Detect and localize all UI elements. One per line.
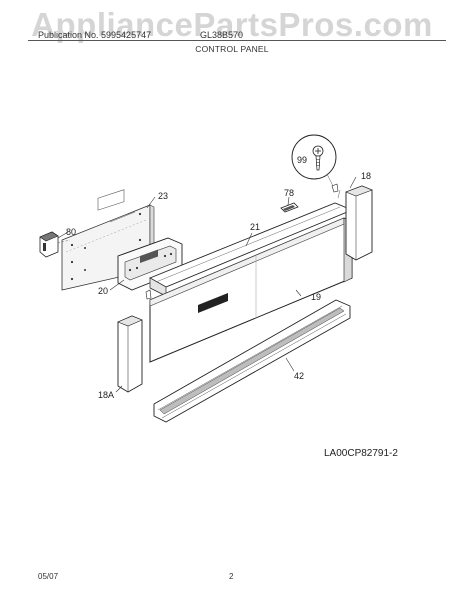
model-number: GL38B570	[200, 30, 244, 40]
part-18-right-endcap	[337, 185, 373, 261]
leader-lines	[57, 176, 357, 393]
callout-42: 42	[294, 371, 304, 381]
publication-number: Publication No. 5995425747	[38, 30, 152, 40]
figure-code: LA00CP82791-2	[324, 448, 398, 459]
part-80-switch	[39, 231, 71, 258]
callout-18: 18	[361, 171, 371, 181]
part-18a-left-endcap	[117, 315, 143, 393]
section-title: CONTROL PANEL	[195, 44, 269, 54]
part-42-vent-trim	[153, 299, 351, 423]
callout-23: 23	[158, 191, 168, 201]
callout-21: 21	[250, 222, 260, 232]
footer-date: 05/07	[38, 572, 59, 581]
callout-18a: 18A	[98, 390, 114, 400]
callout-20: 20	[98, 286, 108, 296]
callout-19: 19	[311, 292, 321, 302]
watermark-text: AppliancePartsPros.com	[31, 6, 433, 43]
callout-80: 80	[66, 227, 76, 237]
part-99-screw	[291, 134, 339, 193]
part-78-insert	[280, 202, 299, 213]
callout-78: 78	[284, 188, 294, 198]
footer-page-number: 2	[229, 572, 234, 581]
header-rule	[28, 40, 446, 41]
panel-screw	[145, 289, 152, 300]
part-20-control-board	[117, 237, 183, 291]
callout-99: 99	[297, 155, 307, 165]
